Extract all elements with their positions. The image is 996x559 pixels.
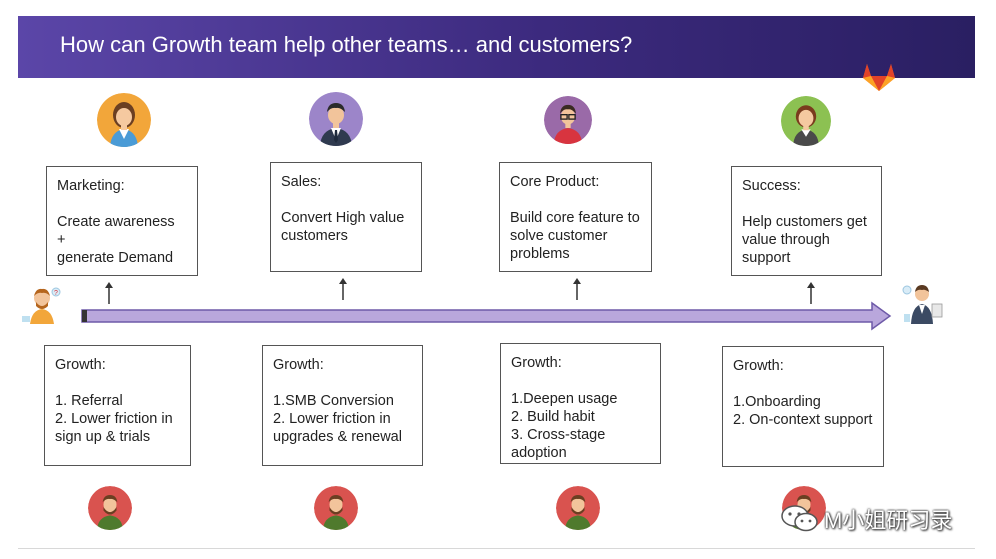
growth-box-2: Growth: 1.SMB Conversion 2. Lower fricti… <box>262 345 423 466</box>
watermark-text: M小姐研习录 <box>824 508 953 533</box>
growth-line: 1.SMB Conversion <box>273 393 394 409</box>
growth-line: 1.Deepen usage <box>511 391 618 407</box>
up-arrow-icon <box>105 282 113 304</box>
marketing-avatar <box>97 93 151 147</box>
growth-line: 3. Cross-stage <box>511 427 606 443</box>
growth-box-1: Growth: 1. Referral 2. Lower friction in… <box>44 345 191 466</box>
team-line: Create awareness + <box>57 214 175 248</box>
up-arrow-icon <box>339 278 347 300</box>
developer-avatar-icon <box>544 96 592 144</box>
woman-avatar-icon <box>781 96 831 146</box>
timeline-arrow <box>81 301 892 331</box>
man-suit-avatar-icon <box>309 92 363 146</box>
team-line: Build core feature to <box>510 210 640 226</box>
team-heading: Sales: <box>281 174 322 190</box>
team-box-success: Success: Help customers get value throug… <box>731 166 882 276</box>
growth-box-4: Growth: 1.Onboarding 2. On-context suppo… <box>722 346 884 467</box>
growth-heading: Growth: <box>733 358 784 374</box>
growth-line: 1.Onboarding <box>733 394 821 410</box>
team-box-sales: Sales: Convert High value customers <box>270 162 422 272</box>
businessman-icon <box>902 285 943 324</box>
team-line: solve customer <box>510 228 608 244</box>
growth-line: 1. Referral <box>55 393 123 409</box>
up-arrow-icon <box>807 282 815 304</box>
woman-avatar-icon <box>97 93 151 147</box>
slide-title: How can Growth team help other teams… an… <box>60 32 633 57</box>
up-arrow-icon <box>573 278 581 300</box>
top-strip <box>0 0 996 6</box>
bearded-man-avatar-icon <box>314 486 358 530</box>
growth-avatar <box>314 486 358 530</box>
wechat-icon <box>781 505 818 532</box>
divider <box>18 548 975 549</box>
bearded-man-avatar-icon <box>88 486 132 530</box>
team-line: Convert High value <box>281 210 405 226</box>
growth-heading: Growth: <box>273 357 324 373</box>
growth-line: 2. Lower friction in <box>273 411 391 427</box>
team-line: support <box>742 250 791 266</box>
growth-line: adoption <box>511 445 567 461</box>
team-line: customers <box>281 228 348 244</box>
team-box-core-product: Core Product: Build core feature to solv… <box>499 162 652 272</box>
growth-heading: Growth: <box>511 355 562 371</box>
growth-line: upgrades & renewal <box>273 429 402 445</box>
growth-box-3: Growth: 1.Deepen usage 2. Build habit 3.… <box>500 343 661 464</box>
team-line: generate Demand <box>57 250 174 266</box>
growth-line: 2. Lower friction in <box>55 411 173 427</box>
growth-line: 2. On-context support <box>733 412 873 428</box>
gitlab-fox-icon <box>863 64 895 91</box>
bearded-man-avatar-icon <box>556 486 600 530</box>
team-heading: Marketing: <box>57 178 125 194</box>
core-product-avatar <box>544 96 592 144</box>
growth-avatar <box>556 486 600 530</box>
sales-avatar <box>309 92 363 146</box>
growth-line: 2. Build habit <box>511 409 595 425</box>
team-line: value through <box>742 232 830 248</box>
growth-avatar <box>88 486 132 530</box>
team-heading: Success: <box>742 178 801 194</box>
success-avatar <box>781 96 831 146</box>
growth-line: sign up & trials <box>55 429 151 445</box>
thinking-person-icon: ? <box>22 287 61 324</box>
team-heading: Core Product: <box>510 174 600 190</box>
title-banner: How can Growth team help other teams… an… <box>18 16 975 78</box>
team-box-marketing: Marketing: Create awareness + generate D… <box>46 166 198 276</box>
svg-text:?: ? <box>54 290 58 297</box>
watermark: M小姐研习录 <box>778 500 978 534</box>
team-line: Help customers get <box>742 214 867 230</box>
team-line: problems <box>510 246 570 262</box>
growth-heading: Growth: <box>55 357 106 373</box>
